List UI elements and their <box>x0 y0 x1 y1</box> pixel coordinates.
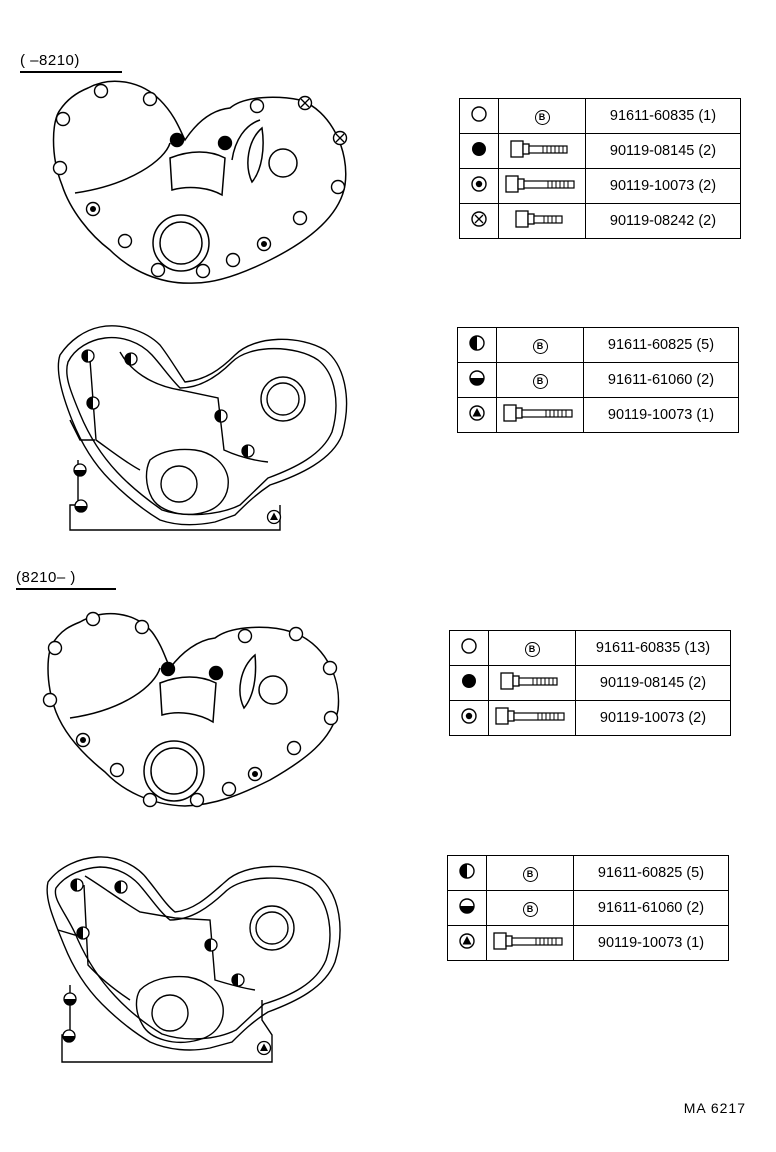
part-number: 90119-10073 (2) <box>585 168 741 204</box>
bolt-markers-4 <box>62 878 272 1056</box>
b-mark-icon: B <box>486 890 574 926</box>
part-number: 90119-08242 (2) <box>585 203 741 239</box>
b-mark-label: B <box>532 373 548 389</box>
table-row: 90119-10073 (2) <box>459 168 741 204</box>
figure-code: MA 6217 <box>683 1100 746 1116</box>
flange-bolt-icon <box>498 133 586 169</box>
b-mark-icon: B <box>486 855 574 891</box>
half-bottom-circle-icon <box>457 362 497 398</box>
table-row: B 91611-60835 (1) <box>459 98 741 134</box>
b-mark-label: B <box>522 866 538 882</box>
part-number: 91611-60835 (13) <box>575 630 731 666</box>
table-row: B 91611-61060 (2) <box>457 362 739 398</box>
part-number: 90119-08145 (2) <box>585 133 741 169</box>
part-number: 90119-10073 (1) <box>583 397 739 433</box>
flange-bolt-long-icon <box>496 397 584 433</box>
bolt-legend-table-2: B 91611-60825 (5) B 91611-61060 (2) 9011… <box>457 327 739 433</box>
table-row: 90119-08145 (2) <box>459 133 741 169</box>
part-number: 91611-61060 (2) <box>583 362 739 398</box>
bolt-markers-3 <box>42 611 339 808</box>
b-mark-icon: B <box>496 362 584 398</box>
filled-circle-icon <box>449 665 489 701</box>
part-number: 91611-60825 (5) <box>583 327 739 363</box>
flange-bolt-long-icon <box>498 168 586 204</box>
section-label-lower: (8210– ) <box>16 569 116 590</box>
dotted-circle-icon <box>459 168 499 204</box>
part-number: 90119-08145 (2) <box>575 665 731 701</box>
open-circle-icon <box>459 98 499 134</box>
outer-cover-diagram-1 <box>52 80 347 284</box>
flange-bolt-short-icon <box>498 203 586 239</box>
half-left-circle-icon <box>447 855 487 891</box>
part-number: 91611-60825 (5) <box>573 855 729 891</box>
triangle-circle-icon <box>457 397 497 433</box>
underline <box>20 71 122 73</box>
table-row: B 91611-60825 (5) <box>457 327 739 363</box>
bolt-legend-table-3: B 91611-60835 (13) 90119-08145 (2) 90119… <box>449 630 731 736</box>
inner-cover-diagram-2 <box>46 856 341 1063</box>
bolt-legend-table-1: B 91611-60835 (1) 90119-08145 (2) 90119-… <box>459 98 741 239</box>
b-mark-icon: B <box>498 98 586 134</box>
bolt-markers-2 <box>73 349 282 525</box>
b-mark-label: B <box>534 109 550 125</box>
table-row: 90119-10073 (1) <box>447 925 729 961</box>
b-mark-label: B <box>532 338 548 354</box>
bolt-markers-1 <box>52 83 348 279</box>
underline <box>16 588 116 590</box>
part-number: 90119-10073 (1) <box>573 925 729 961</box>
filled-circle-icon <box>459 133 499 169</box>
section-label-text: (8210– ) <box>16 569 76 586</box>
part-number: 91611-60835 (1) <box>585 98 741 134</box>
table-row: 90119-08145 (2) <box>449 665 731 701</box>
half-left-circle-icon <box>457 327 497 363</box>
section-label-text: ( –8210) <box>20 52 80 69</box>
table-row: B 91611-60825 (5) <box>447 855 729 891</box>
triangle-circle-icon <box>447 925 487 961</box>
dotted-circle-icon <box>449 700 489 736</box>
flange-bolt-long-icon <box>486 925 574 961</box>
b-mark-icon: B <box>488 630 576 666</box>
b-mark-label: B <box>524 641 540 657</box>
table-row: B 91611-61060 (2) <box>447 890 729 926</box>
table-row: 90119-10073 (1) <box>457 397 739 433</box>
part-number: 91611-61060 (2) <box>573 890 729 926</box>
crossed-circle-icon <box>459 203 499 239</box>
b-mark-label: B <box>522 901 538 917</box>
table-row: B 91611-60835 (13) <box>449 630 731 666</box>
table-row: 90119-10073 (2) <box>449 700 731 736</box>
table-row: 90119-08242 (2) <box>459 203 741 239</box>
b-mark-icon: B <box>496 327 584 363</box>
open-circle-icon <box>449 630 489 666</box>
half-bottom-circle-icon <box>447 890 487 926</box>
flange-bolt-icon <box>488 665 576 701</box>
bolt-legend-table-4: B 91611-60825 (5) B 91611-61060 (2) 9011… <box>447 855 729 961</box>
inner-cover-diagram-1 <box>57 325 348 531</box>
flange-bolt-long-icon <box>488 700 576 736</box>
section-label-upper: ( –8210) <box>20 52 122 73</box>
outer-cover-diagram-2 <box>47 612 340 807</box>
part-number: 90119-10073 (2) <box>575 700 731 736</box>
